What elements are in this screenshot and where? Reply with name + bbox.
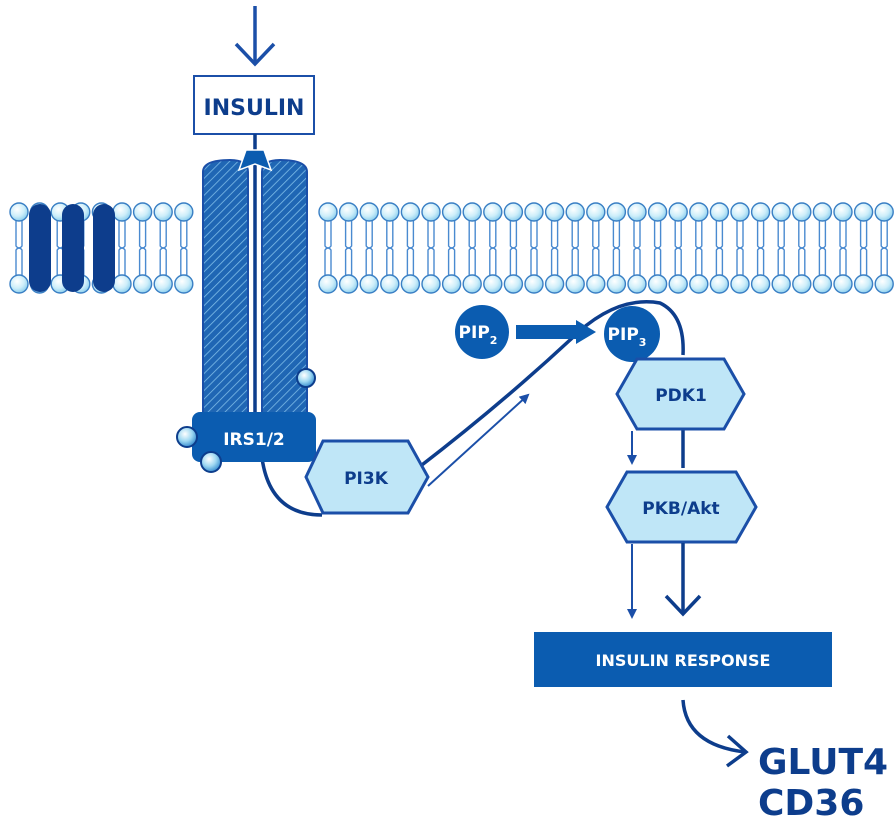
lipid-molecule <box>153 202 173 294</box>
lipid-molecule <box>380 202 400 294</box>
insulin-label: INSULIN <box>204 96 305 121</box>
irs12-label: IRS1/2 <box>223 430 285 450</box>
lipid-molecule <box>689 202 709 294</box>
lipid-molecule <box>606 202 627 294</box>
lipid-molecule <box>812 202 833 294</box>
pkb-akt-node: PKB/Akt <box>605 470 758 544</box>
lipid-molecule <box>874 202 894 294</box>
lipid-molecule <box>544 202 565 294</box>
lipid-molecule <box>318 202 338 294</box>
lipid-molecule <box>709 202 730 294</box>
phosphate-group <box>200 451 222 473</box>
svg-text:PIP3: PIP3 <box>608 325 647 349</box>
lipid-molecule <box>112 202 132 294</box>
cd36-label: CD36 <box>758 783 864 824</box>
transmembrane-proteins <box>29 204 115 292</box>
pip3-label: PIP <box>608 325 639 345</box>
irs-to-pi3k-curve <box>260 457 323 517</box>
lipid-molecule <box>503 202 524 294</box>
irs12-node: IRS1/2 <box>176 412 316 473</box>
lipid-molecule <box>668 202 688 294</box>
pkb-thick-arrow <box>664 543 702 617</box>
pi3k-activation-arrow <box>427 393 530 487</box>
lipid-molecule <box>833 202 853 294</box>
pi3k-to-pdk1-curve <box>416 300 685 470</box>
pdk1-node: PDK1 <box>615 357 746 431</box>
membrane-protein-bar <box>29 204 51 292</box>
lipid-molecule <box>174 202 194 294</box>
lipid-molecule <box>441 202 462 294</box>
pi3k-label: PI3K <box>344 469 389 489</box>
pip3-subscript: 3 <box>639 336 647 349</box>
output-arrow <box>681 699 749 768</box>
lipid-molecule <box>750 202 771 294</box>
phosphate-group <box>176 426 198 448</box>
lipid-molecule <box>359 202 379 294</box>
insulin-response-box: INSULIN RESPONSE <box>534 632 832 687</box>
lipid-bilayer-membrane <box>9 202 894 294</box>
lipid-molecule <box>586 202 606 294</box>
lipid-molecule <box>421 202 441 294</box>
pkb-akt-label: PKB/Akt <box>642 499 719 519</box>
lipid-molecule <box>132 202 153 294</box>
lipid-molecule <box>647 202 668 294</box>
lipid-molecule <box>730 202 750 294</box>
membrane-protein-bar <box>62 204 84 292</box>
lipid-molecule <box>627 202 647 294</box>
lipid-molecule <box>9 202 29 294</box>
lipid-molecule <box>771 202 791 294</box>
lipid-molecule <box>483 202 503 294</box>
membrane-protein-bar <box>93 204 115 292</box>
pip2-subscript: 2 <box>490 334 498 347</box>
pip2-to-pip3-arrow <box>516 320 596 344</box>
glut4-label: GLUT4 <box>758 742 888 783</box>
pip3-node: PIP3 <box>604 306 660 362</box>
lipid-molecule <box>565 202 585 294</box>
lipid-molecule <box>338 202 359 294</box>
pdk1-label: PDK1 <box>655 386 707 406</box>
insulin-binding-site <box>237 149 273 172</box>
signal-curves <box>260 300 685 517</box>
pi3k-node: PI3K <box>304 439 430 515</box>
lipid-molecule <box>792 202 812 294</box>
insulin-response-label: INSULIN RESPONSE <box>596 651 771 670</box>
lipid-molecule <box>853 202 874 294</box>
lipid-molecule <box>462 202 482 294</box>
insulin-box: INSULIN <box>193 75 315 135</box>
lipid-molecule <box>524 202 544 294</box>
lipid-molecule <box>400 202 421 294</box>
phosphate-group <box>296 368 316 388</box>
insulin-input-arrow <box>234 6 276 67</box>
pip2-label: PIP <box>459 323 490 343</box>
pip2-node: PIP2 <box>455 305 509 359</box>
insulin-receptor <box>202 134 316 424</box>
svg-text:PIP2: PIP2 <box>459 323 498 347</box>
